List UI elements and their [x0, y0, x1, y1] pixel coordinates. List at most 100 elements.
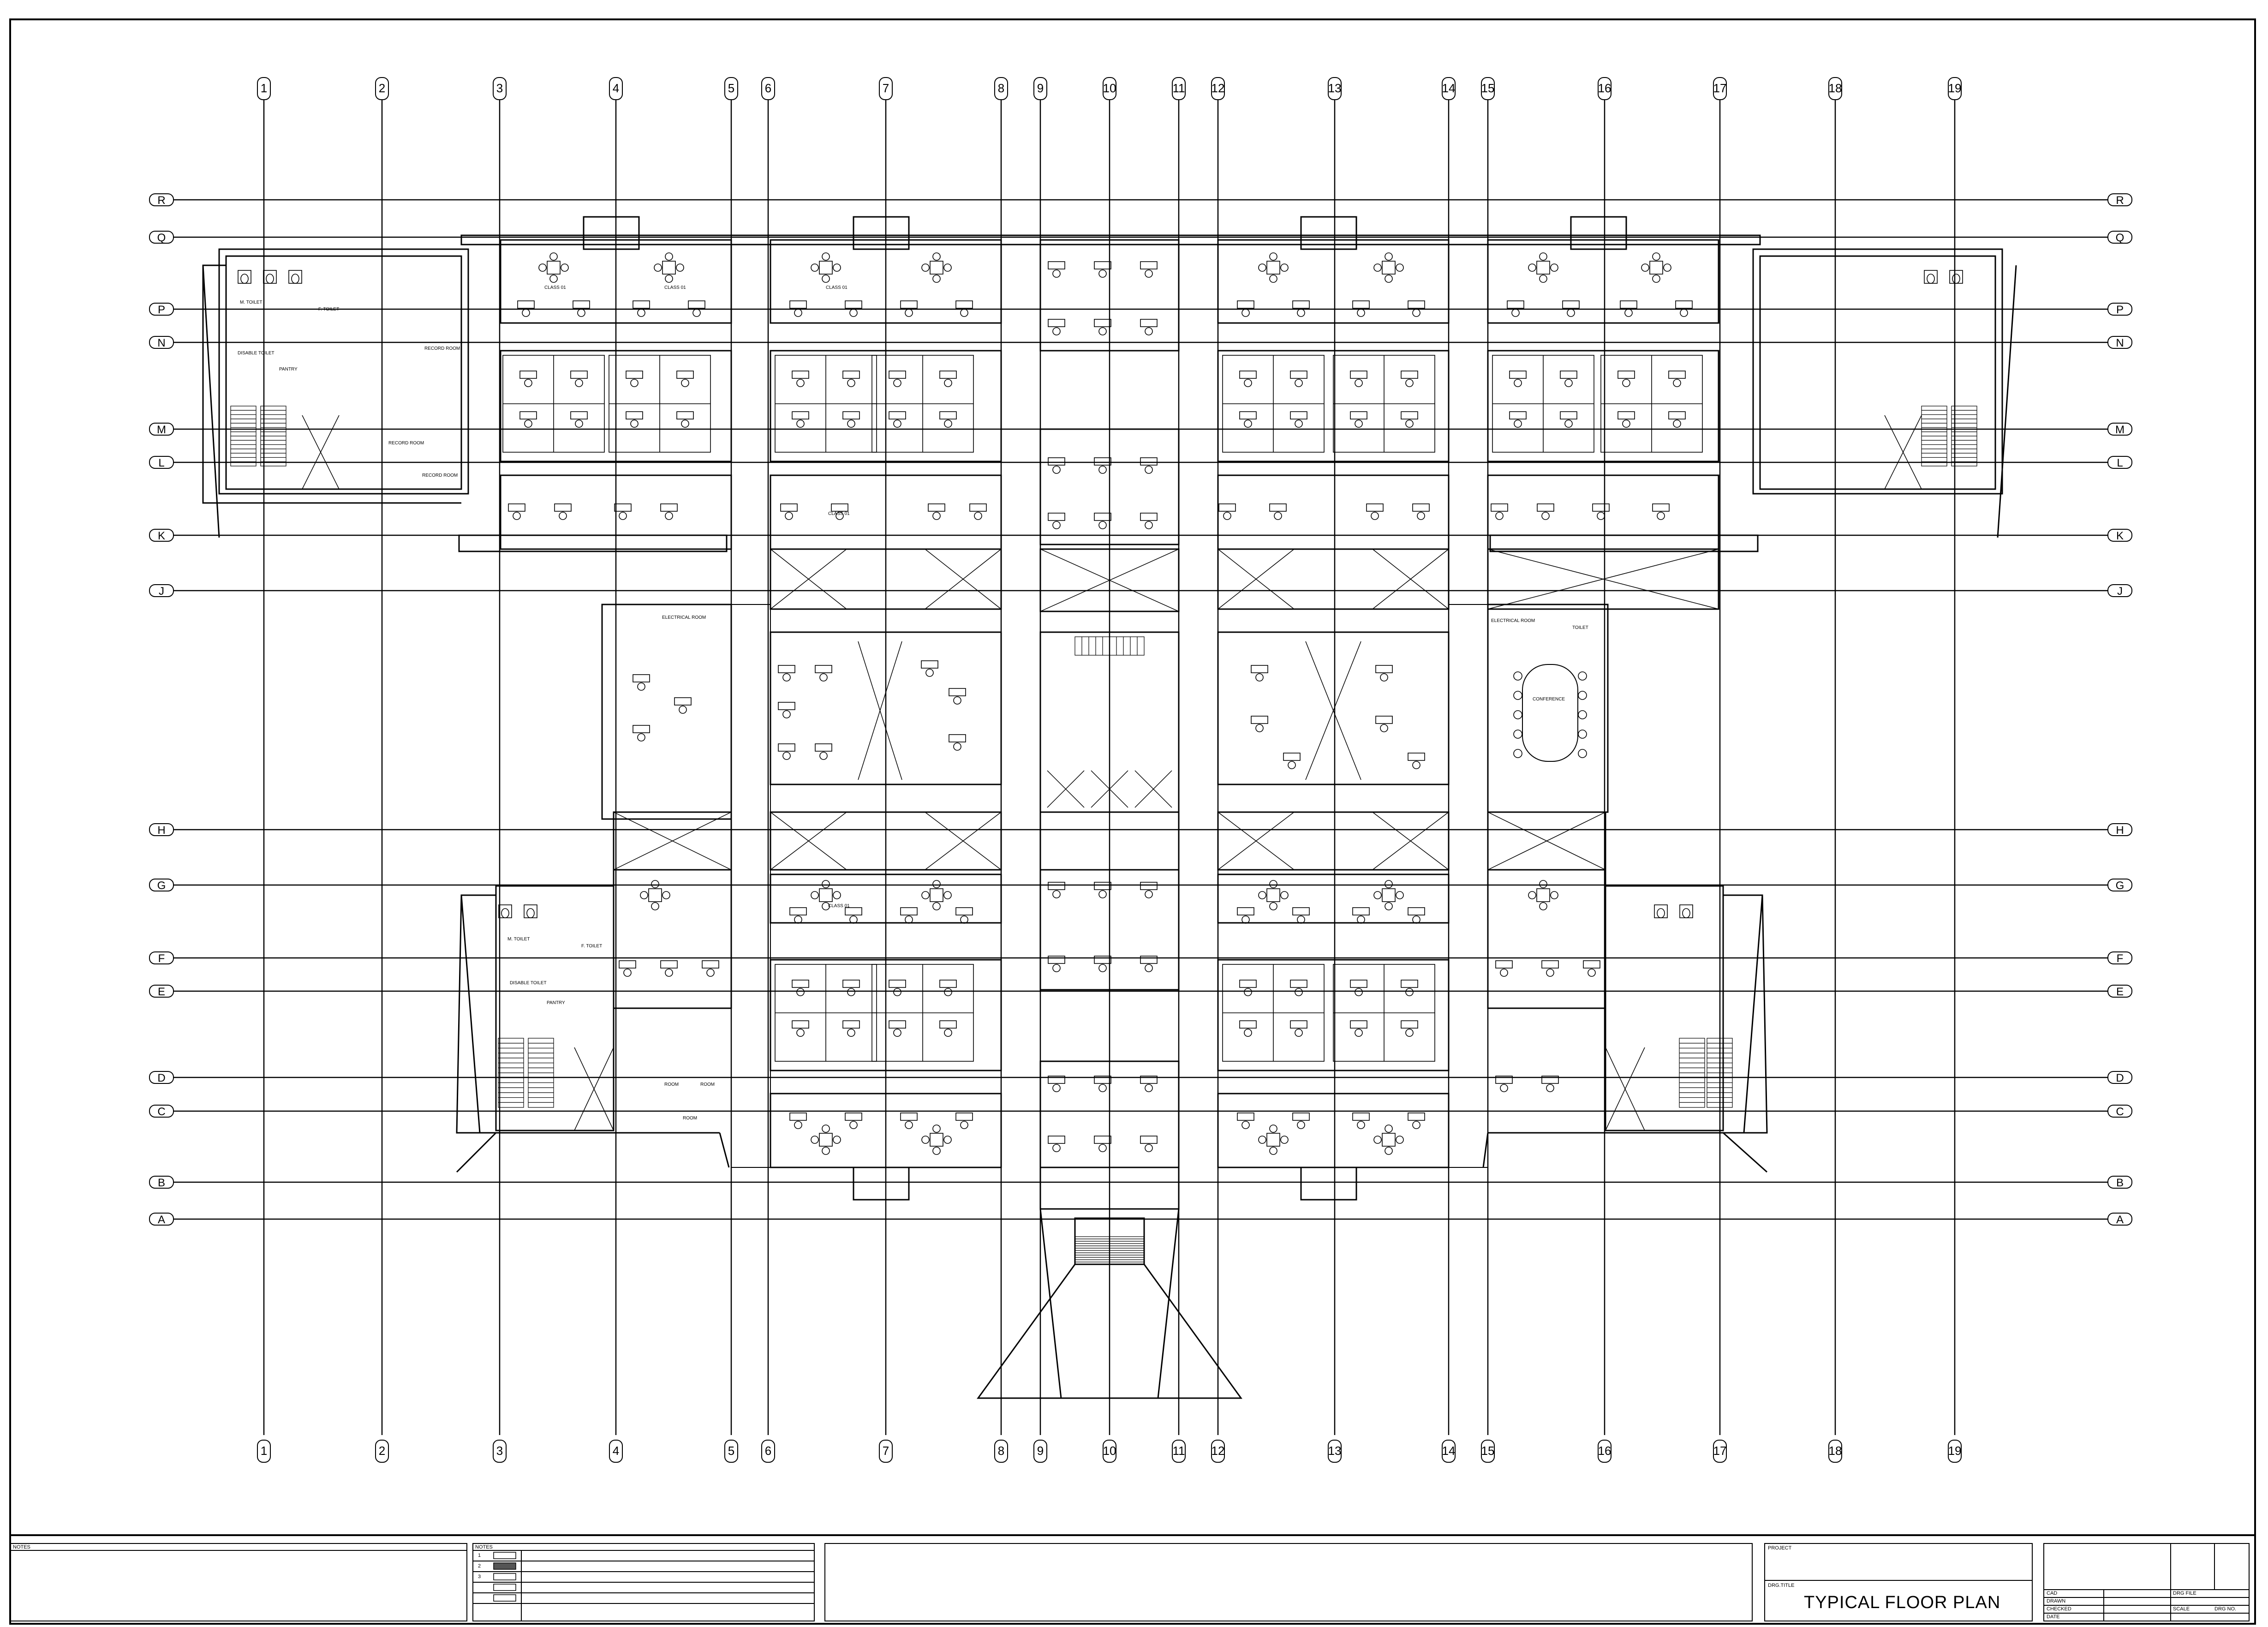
wc-fixture: [1924, 270, 1938, 284]
chair: [1513, 749, 1522, 758]
date-label: DATE: [2047, 1614, 2060, 1620]
grid-bubble: [1172, 77, 1186, 100]
chair: [1052, 521, 1061, 529]
desk: [949, 688, 966, 696]
grid-bubble: [1328, 1440, 1342, 1463]
desk: [815, 665, 832, 673]
chair: [1052, 466, 1061, 474]
desk: [949, 734, 966, 742]
desk: [1509, 371, 1527, 379]
chair: [1663, 263, 1671, 272]
chair: [1550, 263, 1558, 272]
grid-col-label: 17: [1713, 81, 1727, 95]
desk: [842, 1020, 860, 1029]
chair: [1258, 1136, 1266, 1144]
desk: [1583, 960, 1600, 969]
grid-col-label: 10: [1103, 1444, 1116, 1458]
grid-row-label: M: [2115, 424, 2125, 436]
chair: [932, 512, 941, 520]
desk: [845, 907, 862, 915]
chair: [1412, 1121, 1420, 1129]
desk: [1239, 411, 1257, 420]
grid-bubble: [2107, 193, 2132, 206]
grid-bubble: [2107, 529, 2132, 542]
desk: [1668, 371, 1686, 379]
table: [819, 261, 833, 275]
chair: [847, 1029, 855, 1037]
room-label-electrical-right: ELECTRICAL ROOM: [1491, 618, 1535, 623]
chair: [1373, 891, 1382, 899]
grid-bubble: [375, 77, 389, 100]
desk: [1408, 300, 1425, 309]
grid-col-label: 10: [1103, 81, 1116, 95]
desk: [1094, 457, 1111, 466]
desk: [1408, 1113, 1425, 1121]
wc-fixture: [238, 270, 251, 284]
grid-col-label: 12: [1212, 1444, 1225, 1458]
chair: [1546, 969, 1554, 977]
grid-bubble: [1442, 1440, 1456, 1463]
grid-col-label: 4: [613, 1444, 619, 1458]
chair: [623, 969, 632, 977]
chair: [630, 379, 639, 387]
chair: [1244, 988, 1252, 996]
grid-bubble: [1948, 77, 1962, 100]
grid-bubble: [149, 231, 174, 244]
grid-bubble: [2107, 456, 2132, 469]
chair: [833, 891, 841, 899]
chair: [1412, 915, 1420, 924]
grid-bubble: [375, 1440, 389, 1463]
chair: [662, 891, 670, 899]
desk: [1290, 411, 1307, 420]
drawn-label: DRAWN: [2047, 1598, 2066, 1604]
grid-bubble: [2107, 231, 2132, 244]
grid-bubble: [2107, 303, 2132, 316]
chair: [1269, 1147, 1277, 1155]
desk: [955, 300, 973, 309]
chair: [943, 263, 952, 272]
desk: [573, 300, 590, 309]
room-label-class-d: CLASS 01: [828, 511, 850, 516]
grid-bubble: [1828, 1440, 1842, 1463]
chair: [1098, 1144, 1107, 1152]
grid-col-label: 18: [1829, 1444, 1842, 1458]
chair: [1539, 902, 1547, 910]
desk: [842, 411, 860, 420]
desk: [1560, 371, 1577, 379]
desk: [619, 960, 636, 969]
chair: [819, 752, 828, 760]
grid-row-label: J: [2117, 585, 2123, 598]
desk: [1094, 956, 1111, 964]
grid-bubble: [149, 951, 174, 964]
grid-bubble: [149, 823, 174, 836]
grid-bubble: [1948, 1440, 1962, 1463]
grid-bubble: [257, 77, 271, 100]
desk: [633, 725, 650, 733]
chair: [943, 1136, 952, 1144]
chair: [1297, 915, 1305, 924]
grid-col-label: 3: [496, 81, 503, 95]
desk: [626, 371, 643, 379]
wc-fixture: [1654, 904, 1668, 918]
grid-bubble: [724, 1440, 738, 1463]
chair: [960, 915, 968, 924]
grid-bubble: [149, 1071, 174, 1084]
chair: [1385, 902, 1393, 910]
desk: [519, 411, 537, 420]
grid-bubble: [2107, 1071, 2132, 1084]
chair: [619, 512, 627, 520]
chair: [921, 263, 930, 272]
grid-col-label: 1: [261, 81, 267, 95]
chair: [1673, 419, 1681, 428]
table: [648, 888, 662, 902]
grid-bubble: [761, 77, 775, 100]
room-label-pantry-2: PANTRY: [547, 1000, 565, 1005]
desk: [939, 980, 957, 988]
chair: [692, 309, 701, 317]
chair: [1052, 1084, 1061, 1092]
desk: [1290, 371, 1307, 379]
wc-bowl: [1657, 908, 1665, 918]
grid-col-label: 15: [1481, 81, 1495, 95]
desk: [1560, 411, 1577, 420]
